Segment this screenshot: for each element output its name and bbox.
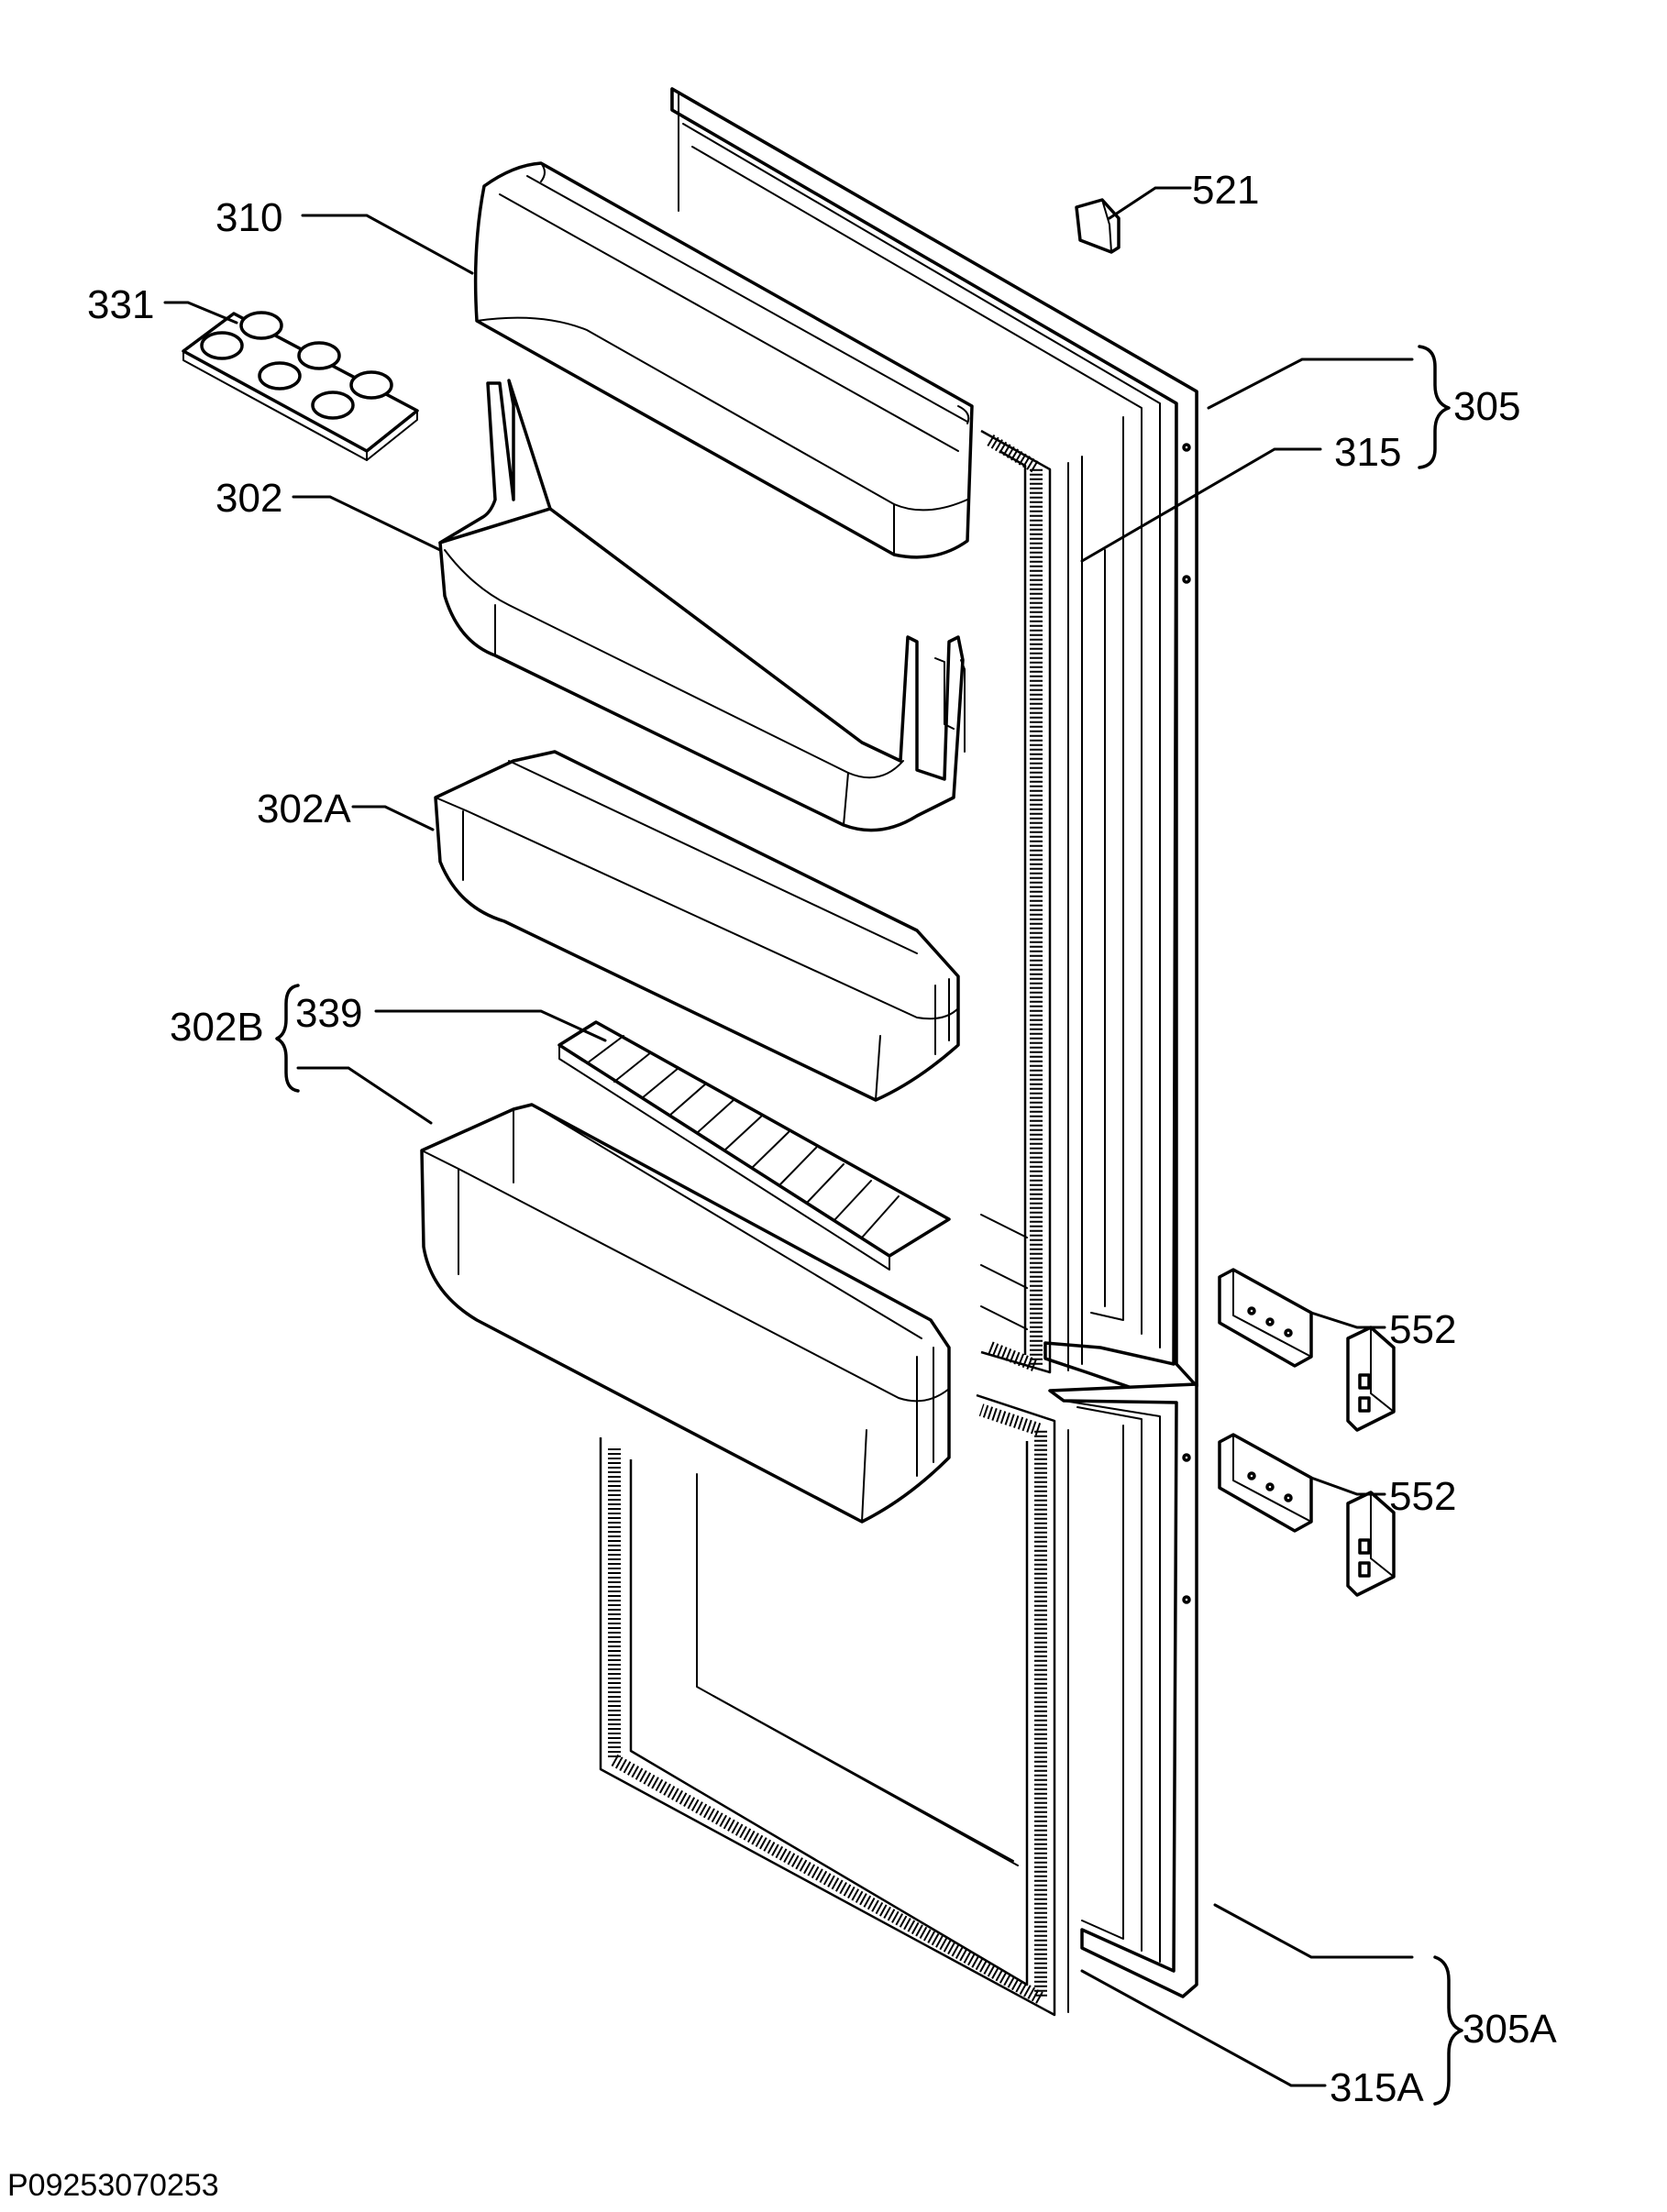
brace-305a [1433,1955,1463,2106]
part-521-cap [1075,198,1121,254]
label-339: 339 [295,991,362,1036]
upper-door-panel [670,87,1198,1403]
label-521: 521 [1192,168,1259,213]
label-552-lower: 552 [1389,1474,1456,1519]
part-552-hinge-lower [1218,1433,1396,1597]
leader-lines [163,186,1414,2087]
lower-door-gasket [599,1393,1069,2017]
lower-door-hinge-holes [1182,1453,1191,1604]
part-331-egg-tray [182,311,419,461]
label-552-upper: 552 [1389,1307,1456,1352]
lower-door-panel [1048,1382,1198,1998]
label-305: 305 [1453,384,1520,429]
part-302b-bottle-shelf [420,1103,951,1524]
label-302b: 302B [170,1005,264,1050]
part-302a-door-shelf [434,750,960,1102]
label-315a: 315A [1330,2065,1424,2110]
label-302a: 302A [257,787,351,831]
upper-door-hinge-holes [1182,443,1191,584]
brace-305 [1418,345,1451,469]
label-310: 310 [215,195,282,240]
upper-door-gasket [980,429,1083,1374]
part-552-hinge-upper [1218,1268,1396,1432]
label-315: 315 [1334,430,1401,475]
label-305a: 305A [1463,2007,1557,2052]
label-302: 302 [215,476,282,521]
label-331: 331 [87,282,154,327]
brace-302b [275,984,300,1093]
part-310-dairy-cover [473,161,974,559]
part-302-door-shelf [438,379,966,832]
drawing-code: P09253070253 [7,2168,219,2203]
